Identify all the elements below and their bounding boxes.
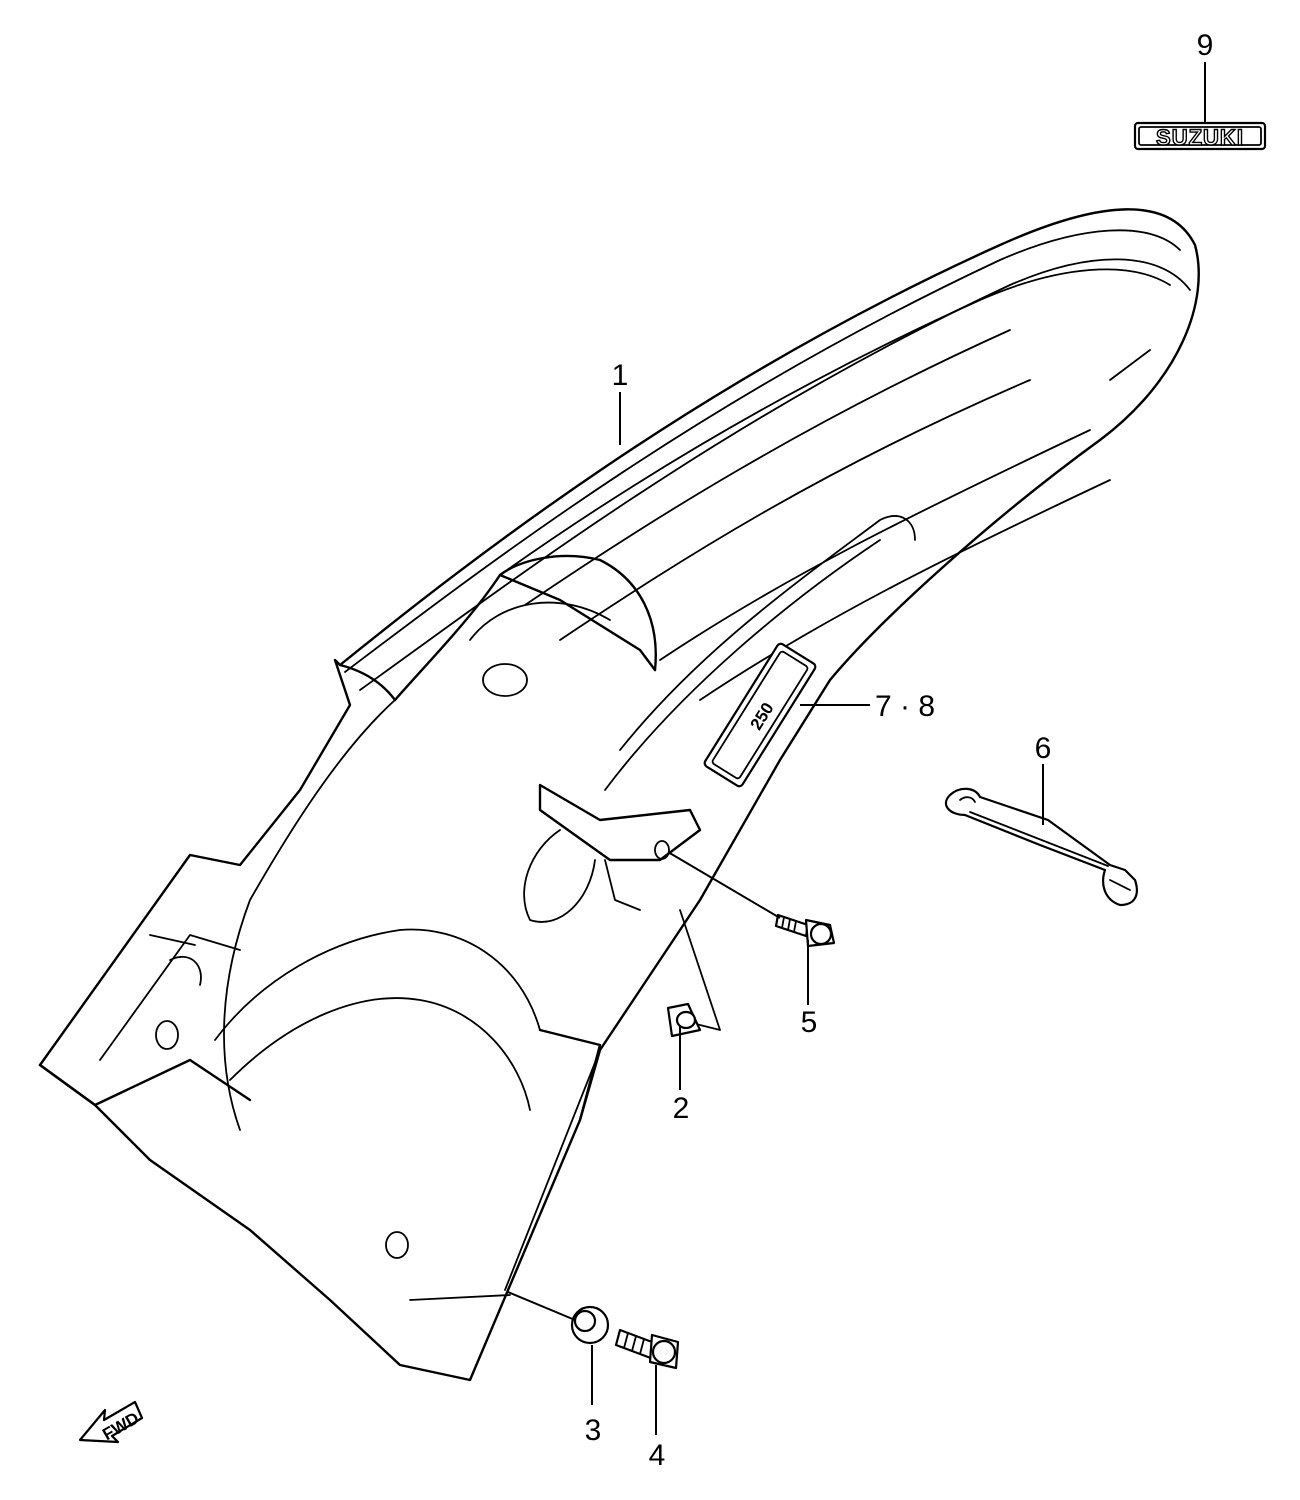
callout-5: 5 [801, 1006, 818, 1039]
callout-1: 1 [612, 359, 629, 392]
callout-2: 2 [673, 1092, 690, 1125]
leader-lines [507, 62, 1206, 1435]
forward-direction-arrow: FWD [78, 1400, 144, 1444]
callout-6: 6 [1035, 732, 1052, 765]
callout-4: 4 [649, 1439, 666, 1472]
bolt-upper[interactable] [774, 913, 836, 948]
callout-3: 3 [585, 1414, 602, 1447]
stay-bracket[interactable] [944, 787, 1138, 907]
callout-7-8: 7 · 8 [875, 690, 935, 723]
emblem-text: SUZUKI [1156, 125, 1244, 150]
fender-decal-250[interactable]: 250 [703, 642, 817, 788]
rear-fender[interactable] [38, 208, 1200, 1382]
callout-labels: 1 2 3 4 5 6 7 · 8 9 [585, 29, 1214, 1472]
washer[interactable] [570, 1305, 610, 1345]
bolt-lower[interactable] [614, 1328, 680, 1370]
suzuki-emblem[interactable]: SUZUKI [1133, 121, 1267, 151]
callout-9: 9 [1197, 29, 1214, 62]
nut-clip[interactable] [666, 1002, 702, 1038]
